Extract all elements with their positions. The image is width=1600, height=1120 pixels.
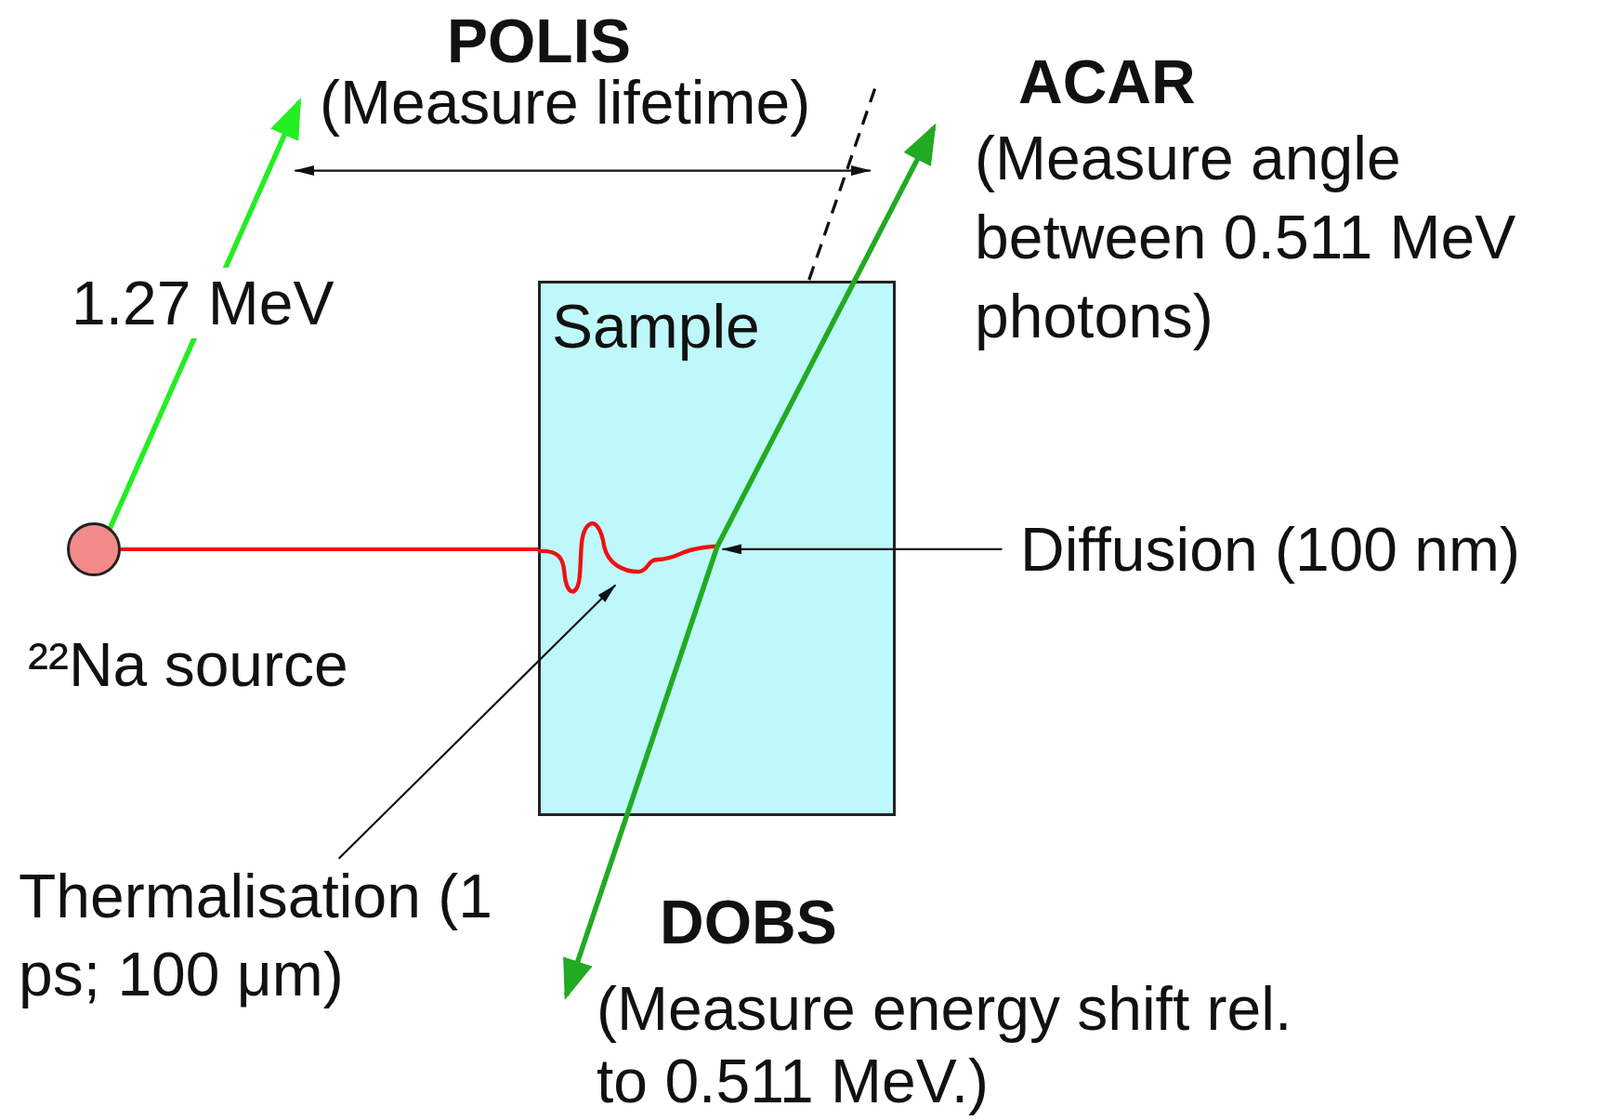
method-title: ACAR — [1018, 46, 1233, 118]
annotation: Diffusion (100 nm) — [1020, 513, 1525, 585]
energy-label: 1.27 MeV — [71, 267, 339, 339]
source-circle: ²²Na source — [66, 522, 121, 577]
lifetime-arrow — [294, 169, 870, 171]
positron-path — [120, 547, 538, 551]
method-title: POLIS — [446, 5, 661, 77]
method-note: (Measure lifetime) — [319, 66, 815, 138]
annotation: Thermalisation (1 ps; 100 μm) — [18, 856, 497, 1013]
method-note: (Measure energy shift rel. to 0.511 MeV.… — [596, 971, 1297, 1117]
method-title: DOBS — [659, 886, 883, 958]
node-label: Sample — [551, 290, 761, 362]
node-label: ²²Na source — [27, 629, 349, 700]
leader-line — [722, 548, 1003, 551]
method-note: (Measure angle between 0.511 MeV photons… — [974, 118, 1521, 356]
